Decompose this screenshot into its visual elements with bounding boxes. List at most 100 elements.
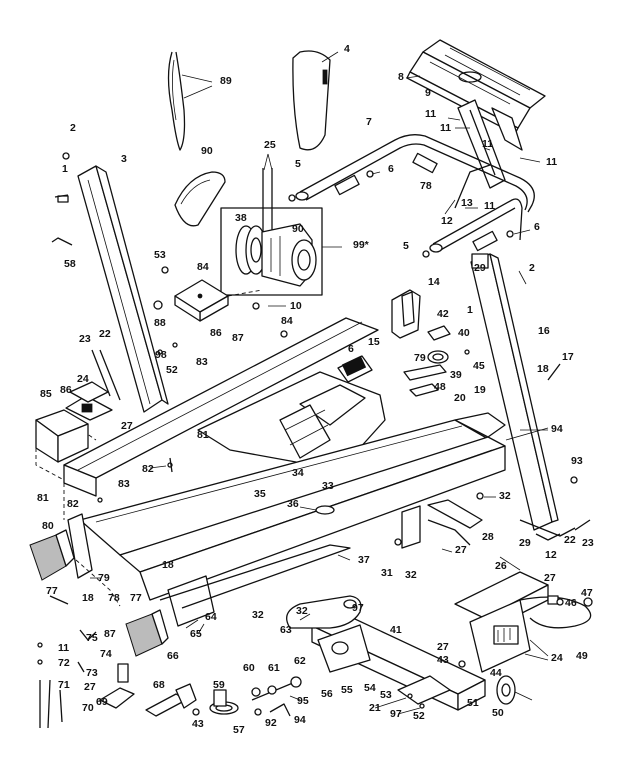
part-callout: 12 bbox=[441, 215, 453, 227]
part-callout: 21 bbox=[369, 702, 381, 714]
part-callout: 65 bbox=[190, 628, 202, 640]
part-callout: 19 bbox=[474, 384, 486, 396]
part-callout: 8 bbox=[398, 71, 404, 83]
part-callout: 68 bbox=[153, 679, 165, 691]
part-callout: 79 bbox=[98, 572, 110, 584]
part-callout: 38 bbox=[235, 212, 247, 224]
part-callout: 84 bbox=[281, 315, 293, 327]
part-callout: 69 bbox=[96, 696, 108, 708]
part-callout: 79 bbox=[414, 352, 426, 364]
part-callout: 99* bbox=[353, 239, 370, 251]
part-callout: 60 bbox=[243, 662, 255, 674]
part-callout: 18 bbox=[537, 363, 549, 375]
part-callout: 95 bbox=[297, 695, 309, 707]
part-callout: 87 bbox=[232, 332, 244, 344]
part-callout: 24 bbox=[77, 373, 89, 385]
part-callout: 6 bbox=[388, 163, 394, 175]
part-callout: 7 bbox=[366, 116, 372, 128]
part-callout: 22 bbox=[99, 328, 111, 340]
part-callout: 27 bbox=[455, 544, 467, 556]
part-callout: 98 bbox=[155, 349, 167, 361]
part-callout: 47 bbox=[581, 587, 593, 599]
left-upright-part bbox=[54, 152, 169, 413]
part-callout: 29 bbox=[519, 537, 531, 549]
incline-motor-part bbox=[454, 571, 593, 673]
handrail-part bbox=[295, 134, 535, 253]
part-callout: 56 bbox=[321, 688, 333, 700]
part-callout: 58 bbox=[64, 258, 76, 270]
part-callout: 82 bbox=[142, 463, 154, 475]
part-callout: 26 bbox=[495, 560, 507, 572]
part-callout: 11 bbox=[482, 138, 493, 150]
part-callout: 78 bbox=[108, 592, 120, 604]
part-callout: 15 bbox=[368, 336, 380, 348]
part-callout: 17 bbox=[562, 351, 574, 363]
part-callout: 4 bbox=[344, 43, 350, 55]
part-callout: 49 bbox=[576, 650, 588, 662]
part-callout: 5 bbox=[403, 240, 409, 252]
part-callout: 66 bbox=[167, 650, 179, 662]
part-callout: 27 bbox=[544, 572, 556, 584]
part-callout: 63 bbox=[280, 624, 292, 636]
part-callout: 97 bbox=[390, 708, 402, 720]
part-callout: 83 bbox=[118, 478, 130, 490]
console-part bbox=[406, 39, 546, 135]
part-callout: 80 bbox=[42, 520, 54, 532]
part-callout: 9 bbox=[425, 87, 431, 99]
part-callout: 6 bbox=[348, 343, 354, 355]
part-callout: 29 bbox=[474, 262, 486, 274]
part-callout: 94 bbox=[294, 714, 306, 726]
belt-89-part bbox=[167, 51, 186, 151]
part-callout: 78 bbox=[420, 180, 432, 192]
part-callout: 93 bbox=[571, 455, 583, 467]
part-callout: 12 bbox=[545, 549, 557, 561]
right-upright-part bbox=[470, 253, 576, 541]
part-callout: 37 bbox=[358, 554, 370, 566]
part-callout: 39 bbox=[450, 369, 462, 381]
part-callout: 11 bbox=[546, 156, 557, 168]
treadmill-line-art bbox=[29, 39, 593, 729]
part-callout: 82 bbox=[67, 498, 79, 510]
part-callout: 72 bbox=[58, 657, 70, 669]
part-callout: 46 bbox=[565, 597, 577, 609]
part-callout: 43 bbox=[192, 718, 204, 730]
controller-board-part bbox=[337, 355, 373, 383]
part-callout: 5 bbox=[295, 158, 301, 170]
part-callout: 90 bbox=[201, 145, 213, 157]
motor-assembly-part bbox=[220, 168, 342, 296]
lower-drive-hardware-part bbox=[209, 676, 302, 717]
part-callout: 52 bbox=[413, 710, 425, 722]
hardware-part bbox=[403, 325, 451, 397]
part-callout: 13 bbox=[461, 197, 473, 209]
part-callout: 1 bbox=[62, 163, 68, 175]
part-callout: 43 bbox=[437, 654, 449, 666]
part-callout: 32 bbox=[296, 605, 308, 617]
part-callout: 62 bbox=[294, 655, 306, 667]
part-callout: 18 bbox=[82, 592, 94, 604]
part-callout: 42 bbox=[437, 308, 449, 320]
lower-left-hardware-part bbox=[37, 629, 197, 729]
part-callout: 77 bbox=[46, 585, 58, 597]
part-callout: 18 bbox=[162, 559, 174, 571]
part-callout: 83 bbox=[196, 356, 208, 368]
part-callout: 11 bbox=[484, 200, 495, 212]
part-callout: 6 bbox=[534, 221, 540, 233]
part-callout: 84 bbox=[197, 261, 209, 273]
part-callout: 86 bbox=[210, 327, 222, 339]
part-callout: 35 bbox=[254, 488, 266, 500]
part-callout: 2 bbox=[70, 122, 76, 134]
hex-key-part bbox=[51, 237, 73, 246]
part-callout: 75 bbox=[86, 632, 98, 644]
part-callout: 25 bbox=[264, 139, 276, 151]
part-callout: 53 bbox=[154, 249, 166, 261]
part-callout: 11 bbox=[440, 122, 451, 134]
part-callout: 24 bbox=[551, 652, 563, 664]
part-callout: 45 bbox=[473, 360, 485, 372]
main-frame-part bbox=[63, 317, 506, 627]
part-callout: 2 bbox=[529, 262, 535, 274]
part-callout: 77 bbox=[130, 592, 142, 604]
motor-bracket-part bbox=[174, 279, 263, 322]
leader-lines bbox=[90, 51, 549, 715]
part-callout: 32 bbox=[405, 569, 417, 581]
